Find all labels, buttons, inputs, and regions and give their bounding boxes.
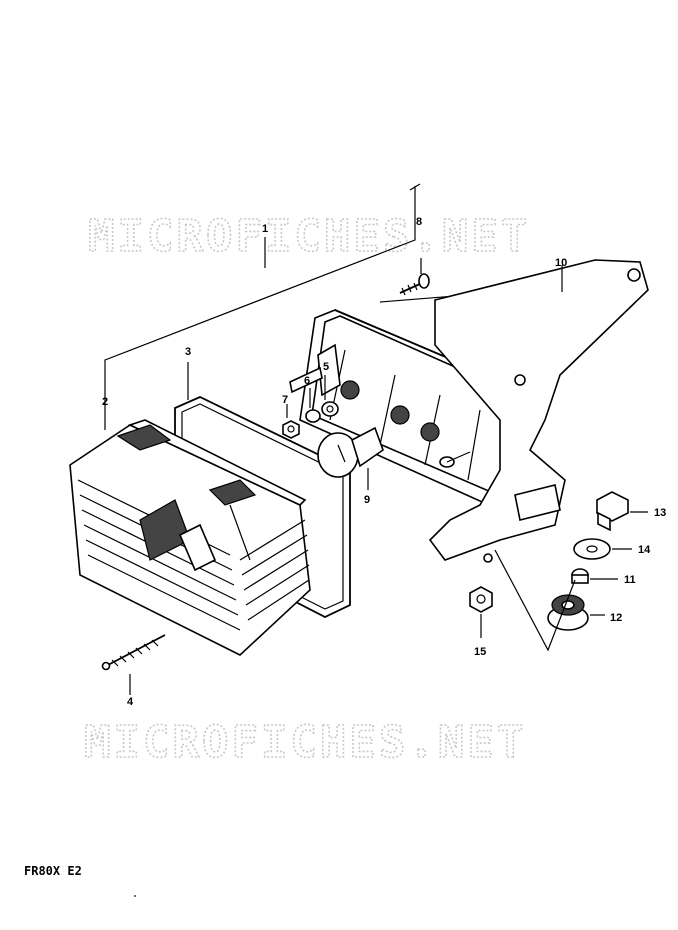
watermark-top: MICROFICHES.NET: [88, 211, 530, 262]
bracket-bolt: [596, 491, 648, 532]
callout-9: 9: [364, 494, 370, 506]
scan-dot: [134, 895, 136, 897]
lens-screw: [101, 634, 166, 695]
terminal-hardware: [282, 366, 339, 439]
callout-5: 5: [323, 361, 329, 373]
bracket-collar: [571, 568, 618, 584]
bracket-nut: [469, 586, 493, 638]
model-label: FR80X E2: [24, 864, 82, 878]
callout-12: 12: [610, 612, 622, 624]
tail-light-bracket: [428, 259, 649, 563]
callout-3: 3: [185, 346, 191, 358]
watermark-bottom: MICROFICHES.NET: [84, 717, 526, 768]
bracket-grommet: [547, 594, 605, 631]
callout-14: 14: [638, 544, 651, 556]
callout-10: 10: [555, 257, 567, 269]
assembly-bracket-lines: [104, 183, 421, 430]
callout-4: 4: [127, 696, 134, 708]
tail-light-lens: [69, 419, 311, 656]
callout-13: 13: [654, 507, 666, 519]
callout-1: 1: [262, 223, 268, 235]
bulb: [317, 426, 384, 490]
callout-8: 8: [416, 216, 422, 228]
callout-2: 2: [102, 396, 108, 408]
callout-11: 11: [624, 574, 636, 586]
hardware-bracket-lines: [494, 549, 576, 652]
callout-15: 15: [474, 646, 486, 658]
bracket-washer: [573, 538, 632, 560]
callout-7: 7: [282, 394, 288, 406]
callout-6: 6: [304, 375, 310, 387]
